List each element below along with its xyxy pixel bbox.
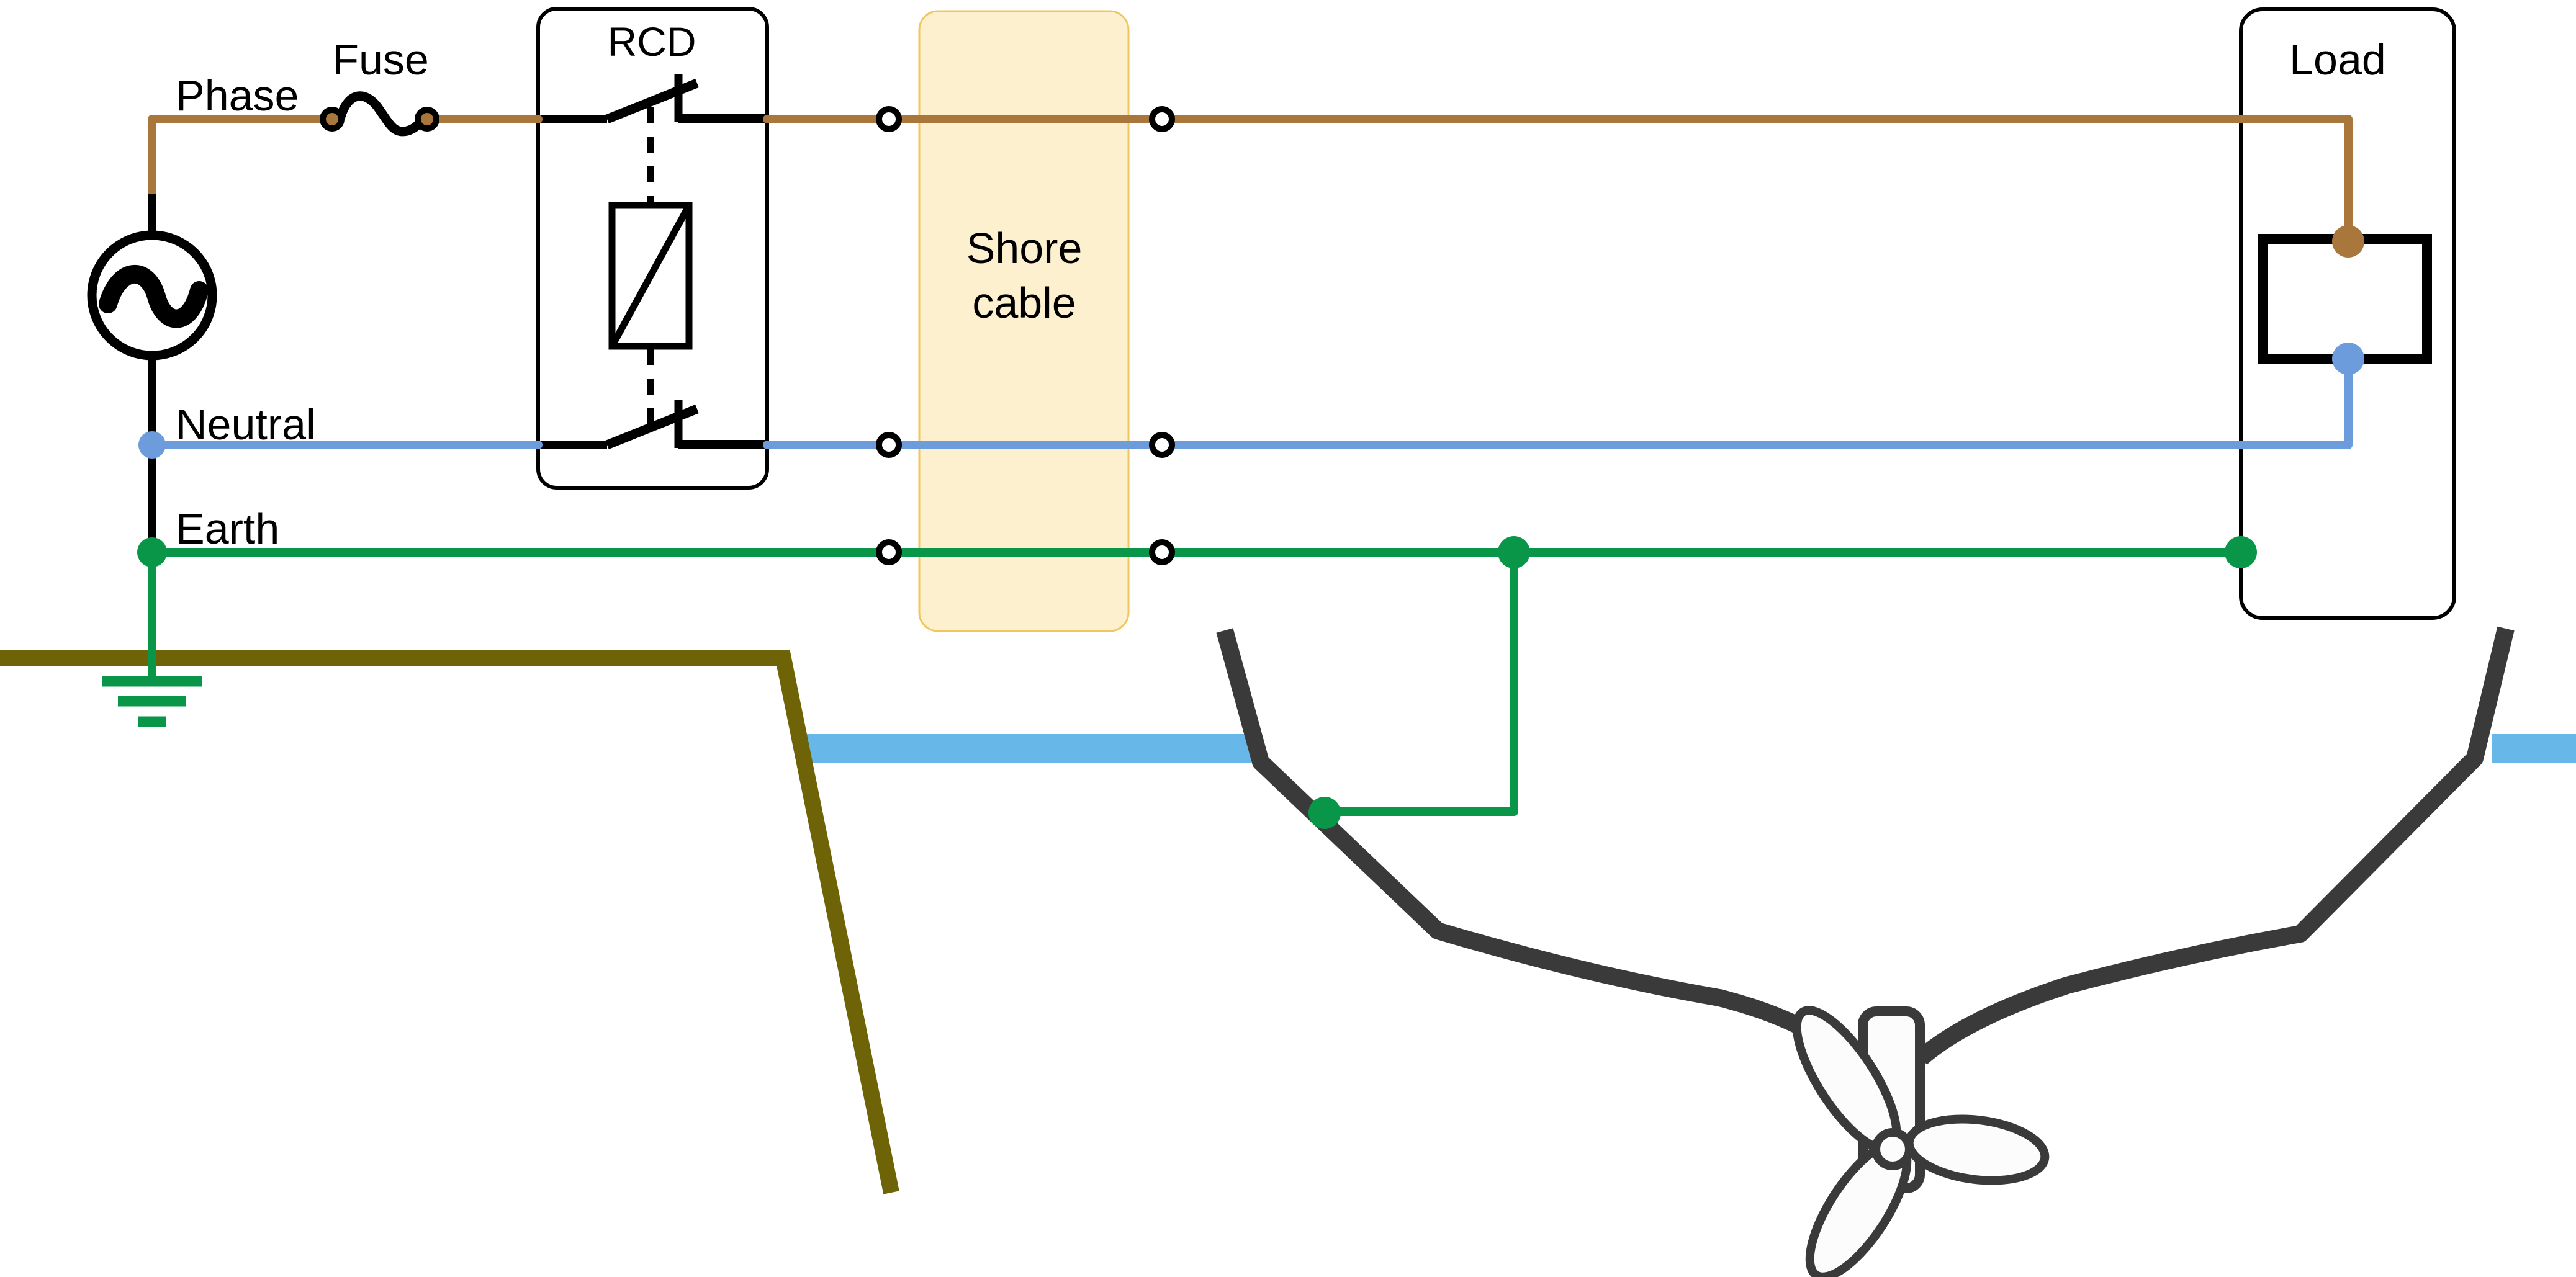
shore-ground-line bbox=[0, 650, 899, 1194]
connector-ring-icon bbox=[1149, 432, 1175, 458]
connector-ring-icon bbox=[876, 432, 902, 458]
connector-ring-icon bbox=[876, 106, 902, 132]
neutral-junction-dot bbox=[2332, 343, 2364, 375]
fuse-icon bbox=[320, 91, 439, 137]
neutral-source-dot bbox=[138, 431, 166, 459]
load-label: Load bbox=[2289, 35, 2386, 84]
shore-cable-label-line2: cable bbox=[972, 279, 1076, 327]
propeller-blade bbox=[1904, 1114, 2050, 1185]
shore-cable-box bbox=[918, 10, 1130, 632]
boat-hull bbox=[1216, 626, 2515, 1081]
earth-tee-dot bbox=[1498, 536, 1530, 568]
neutral-wire bbox=[148, 354, 2353, 449]
rcd-internals bbox=[538, 74, 767, 449]
trip-coil-icon bbox=[608, 202, 693, 350]
shore-cable-label-line1: Shore bbox=[966, 224, 1083, 272]
propeller-icon bbox=[1792, 1006, 2050, 1277]
connector-ring-icon bbox=[876, 539, 902, 565]
connector-rings bbox=[876, 106, 1175, 565]
ac-source-icon bbox=[87, 230, 217, 361]
earth-wire bbox=[148, 548, 2245, 816]
breaker-switch-icon bbox=[538, 74, 767, 123]
phase-label: Phase bbox=[176, 71, 299, 120]
earth-chassis-dot bbox=[2225, 536, 2257, 568]
earth-ground-icon bbox=[102, 560, 202, 727]
breaker-switch-icon bbox=[538, 400, 767, 449]
neutral-label: Neutral bbox=[176, 400, 316, 449]
fuse-label: Fuse bbox=[332, 35, 429, 84]
hull-bond-dot bbox=[1308, 797, 1341, 829]
rcd-label: RCD bbox=[608, 19, 696, 65]
phase-junction-dot bbox=[2332, 225, 2364, 258]
phase-wire bbox=[148, 115, 2353, 230]
connector-ring-icon bbox=[1149, 539, 1175, 565]
connector-ring-icon bbox=[1149, 106, 1175, 132]
earth-source-dot bbox=[137, 537, 167, 567]
water-right bbox=[2492, 734, 2576, 763]
water-left bbox=[807, 734, 1251, 763]
propeller-hub bbox=[1871, 1128, 1914, 1170]
earth-label: Earth bbox=[176, 504, 279, 553]
